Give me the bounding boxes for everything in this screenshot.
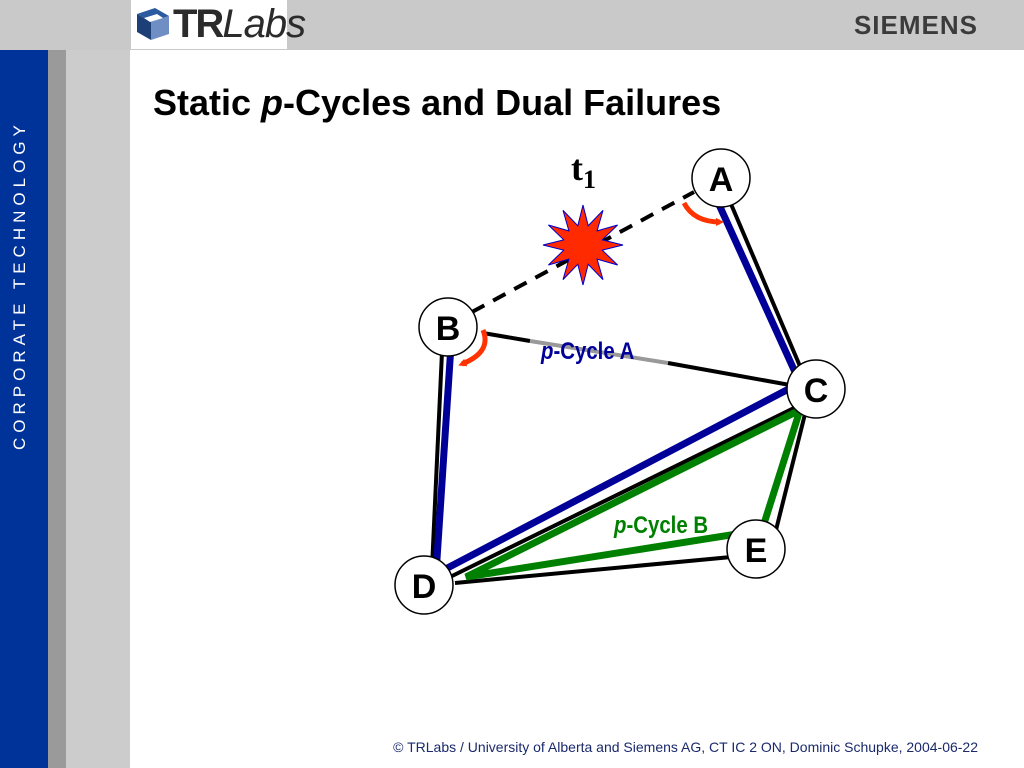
sidebar-dark-band [48, 50, 66, 768]
slide-title: Static p-Cycles and Dual Failures [153, 82, 721, 124]
node-b: B [418, 297, 478, 357]
logo-italic: Labs [222, 2, 306, 46]
p-cycle-a-path [432, 196, 805, 580]
node-d-label: D [412, 568, 437, 606]
node-a-label: A [709, 161, 734, 199]
title-italic: p [261, 82, 284, 123]
link-b-c-right [667, 361, 791, 387]
p-cycle-b-text: -Cycle B [626, 511, 708, 538]
node-c: C [786, 359, 846, 419]
trlabs-emblem-icon [137, 8, 169, 40]
failure-burst-icon [542, 204, 624, 286]
node-c-label: C [804, 372, 829, 410]
p-cycle-b-label: p-Cycle B [613, 511, 708, 538]
node-a: A [691, 148, 751, 208]
loopback-arrow-b-icon [458, 329, 488, 367]
node-b-label: B [436, 310, 461, 348]
trlabs-logo: TRLabs [131, 0, 306, 49]
time-label: t1 [571, 148, 596, 194]
sidebar-blue-band [0, 50, 48, 768]
node-e-label: E [745, 532, 768, 570]
node-b-circle [418, 297, 478, 357]
title-suffix: -Cycles and Dual Failures [283, 82, 722, 123]
p-cycle-a-italic: p [540, 337, 553, 364]
title-prefix: Static [153, 82, 262, 123]
logo-text: TRLabs [173, 2, 306, 46]
p-cycle-a-text: -Cycle A [553, 337, 634, 364]
link-c-e [773, 409, 808, 535]
link-b-c-left [482, 331, 531, 343]
siemens-brand: SIEMENS [853, 10, 978, 40]
p-cycle-a-label: p-Cycle A [540, 337, 634, 364]
logo-bold: TR [173, 2, 224, 46]
sidebar-light-band [66, 50, 130, 768]
loopback-arrow-a-icon [681, 201, 724, 226]
footer-copyright: © TRLabs / University of Alberta and Sie… [393, 739, 978, 755]
link-b-c-mid [529, 339, 669, 365]
node-d-circle [394, 555, 454, 615]
time-label-sub: 1 [583, 165, 596, 194]
link-a-c [726, 196, 807, 379]
time-label-main: t [571, 148, 583, 188]
p-cycle-b-path [464, 403, 806, 581]
node-a-circle [691, 148, 751, 208]
link-b-d [430, 351, 444, 569]
node-c-circle [786, 359, 846, 419]
p-cycle-b-italic: p [613, 511, 626, 538]
corporate-technology-label: CORPORATE TECHNOLOGY [10, 120, 29, 450]
network-diagram: A B C D E t1 p-Cycle A p-Cycle B [394, 148, 846, 615]
node-d: D [394, 555, 454, 615]
link-c-d [447, 403, 801, 580]
link-d-e [454, 554, 743, 585]
node-e-circle [726, 519, 786, 579]
node-e: E [726, 519, 786, 579]
